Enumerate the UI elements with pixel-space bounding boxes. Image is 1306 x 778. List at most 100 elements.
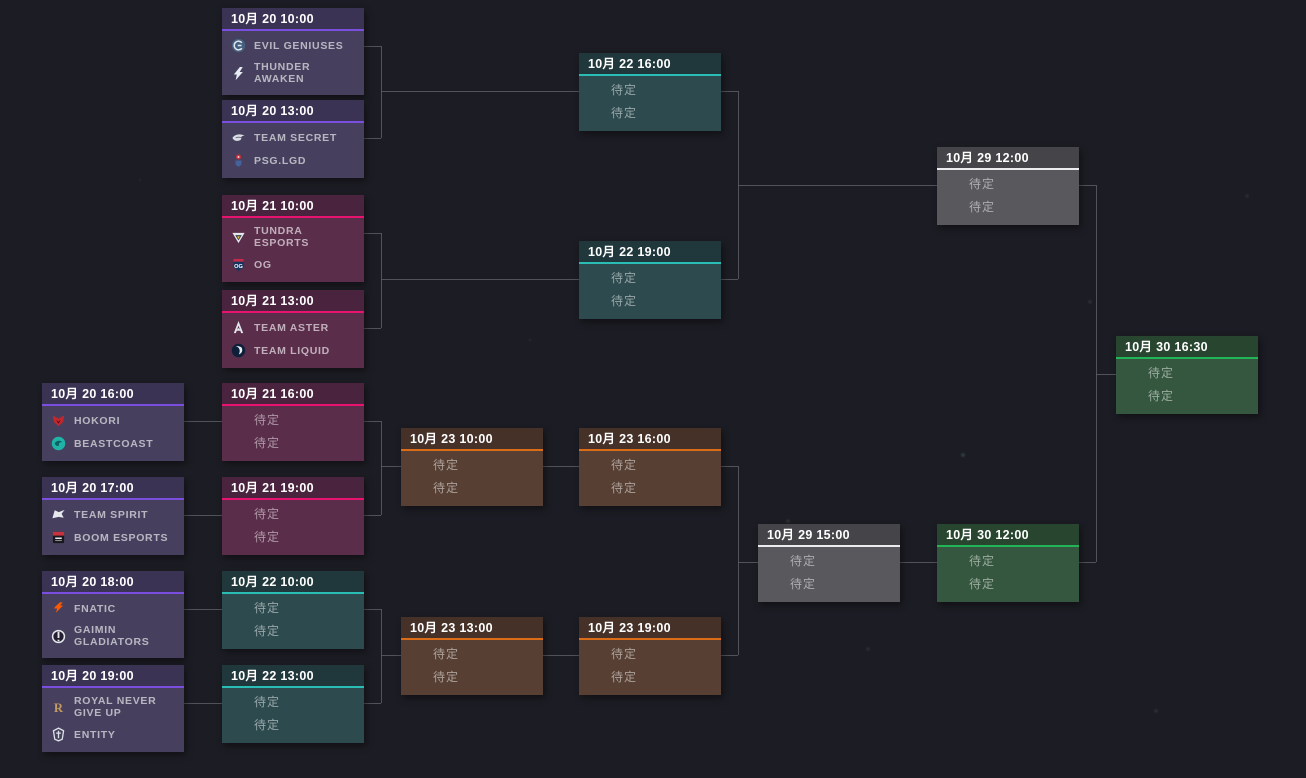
tbd-icon [231, 507, 246, 522]
connector-line [721, 466, 738, 467]
match-slots: 待定待定 [222, 500, 364, 555]
thunder-awaken-icon [231, 66, 246, 81]
tbd-row: 待定 [937, 550, 1079, 573]
team-row: TEAM SECRET [222, 126, 364, 149]
entity-icon [51, 727, 66, 742]
team-name: FNATIC [74, 602, 116, 615]
tbd-icon [588, 458, 603, 473]
tbd-row: 待定 [937, 196, 1079, 219]
tbd-row: 待定 [579, 102, 721, 125]
tbd-label: 待定 [611, 271, 638, 285]
tbd-row: 待定 [401, 454, 543, 477]
team-row: PSG.LGD [222, 149, 364, 172]
match-slots: 待定待定 [1116, 359, 1258, 414]
connector-line [381, 279, 579, 280]
boom-esports-icon [51, 530, 66, 545]
match-slots: 待定待定 [937, 170, 1079, 225]
gaimin-gladiators-icon [51, 629, 66, 644]
match-card-lb-r3a[interactable]: 10月 23 10:00 待定待定 [401, 428, 543, 506]
team-row: FNATIC [42, 597, 184, 620]
match-slots: TEAM SECRET PSG.LGD [222, 123, 364, 178]
tbd-row: 待定 [222, 503, 364, 526]
tbd-label: 待定 [611, 294, 638, 308]
tbd-icon [946, 577, 961, 592]
team-row: ENTITY [42, 723, 184, 746]
evil-geniuses-icon [231, 38, 246, 53]
tbd-label: 待定 [433, 670, 460, 684]
connector-line [1096, 374, 1116, 375]
connector-line [381, 421, 382, 515]
tbd-label: 待定 [254, 507, 281, 521]
connector-line [381, 655, 401, 656]
tbd-label: 待定 [433, 647, 460, 661]
tbd-icon [588, 294, 603, 309]
tbd-row: 待定 [222, 620, 364, 643]
team-name: TEAM SECRET [254, 131, 337, 144]
connector-line [1096, 185, 1097, 562]
match-slots: 待定待定 [937, 547, 1079, 602]
match-time: 10月 20 17:00 [42, 477, 184, 500]
tbd-row: 待定 [937, 173, 1079, 196]
connector-line [364, 233, 381, 234]
tbd-label: 待定 [254, 601, 281, 615]
connector-line [364, 421, 381, 422]
tbd-icon [410, 670, 425, 685]
tbd-icon [946, 554, 961, 569]
connector-line [364, 46, 381, 47]
connector-line [1079, 185, 1096, 186]
tbd-row: 待定 [222, 597, 364, 620]
tbd-row: 待定 [579, 79, 721, 102]
match-slots: 待定待定 [579, 76, 721, 131]
tbd-icon [231, 530, 246, 545]
team-row: EVIL GENIUSES [222, 34, 364, 57]
match-time: 10月 29 12:00 [937, 147, 1079, 170]
match-time: 10月 22 16:00 [579, 53, 721, 76]
match-time: 10月 30 12:00 [937, 524, 1079, 547]
tbd-row: 待定 [222, 526, 364, 549]
tbd-icon [946, 200, 961, 215]
match-time: 10月 22 13:00 [222, 665, 364, 688]
tbd-row: 待定 [401, 477, 543, 500]
connector-line [381, 91, 579, 92]
tbd-row: 待定 [222, 409, 364, 432]
connector-line [1079, 562, 1096, 563]
match-time: 10月 23 10:00 [401, 428, 543, 451]
match-slots: 待定待定 [222, 594, 364, 649]
team-name: OG [254, 258, 272, 271]
tbd-label: 待定 [611, 670, 638, 684]
team-row: TEAM LIQUID [222, 339, 364, 362]
match-time: 10月 22 19:00 [579, 241, 721, 264]
tbd-icon [231, 624, 246, 639]
tbd-row: 待定 [758, 573, 900, 596]
team-row: GAIMIN GLADIATORS [42, 620, 184, 652]
connector-line [900, 562, 937, 563]
tundra-esports-icon [231, 230, 246, 245]
tbd-row: 待定 [1116, 362, 1258, 385]
tbd-label: 待定 [969, 177, 996, 191]
team-name: BOOM ESPORTS [74, 531, 169, 544]
